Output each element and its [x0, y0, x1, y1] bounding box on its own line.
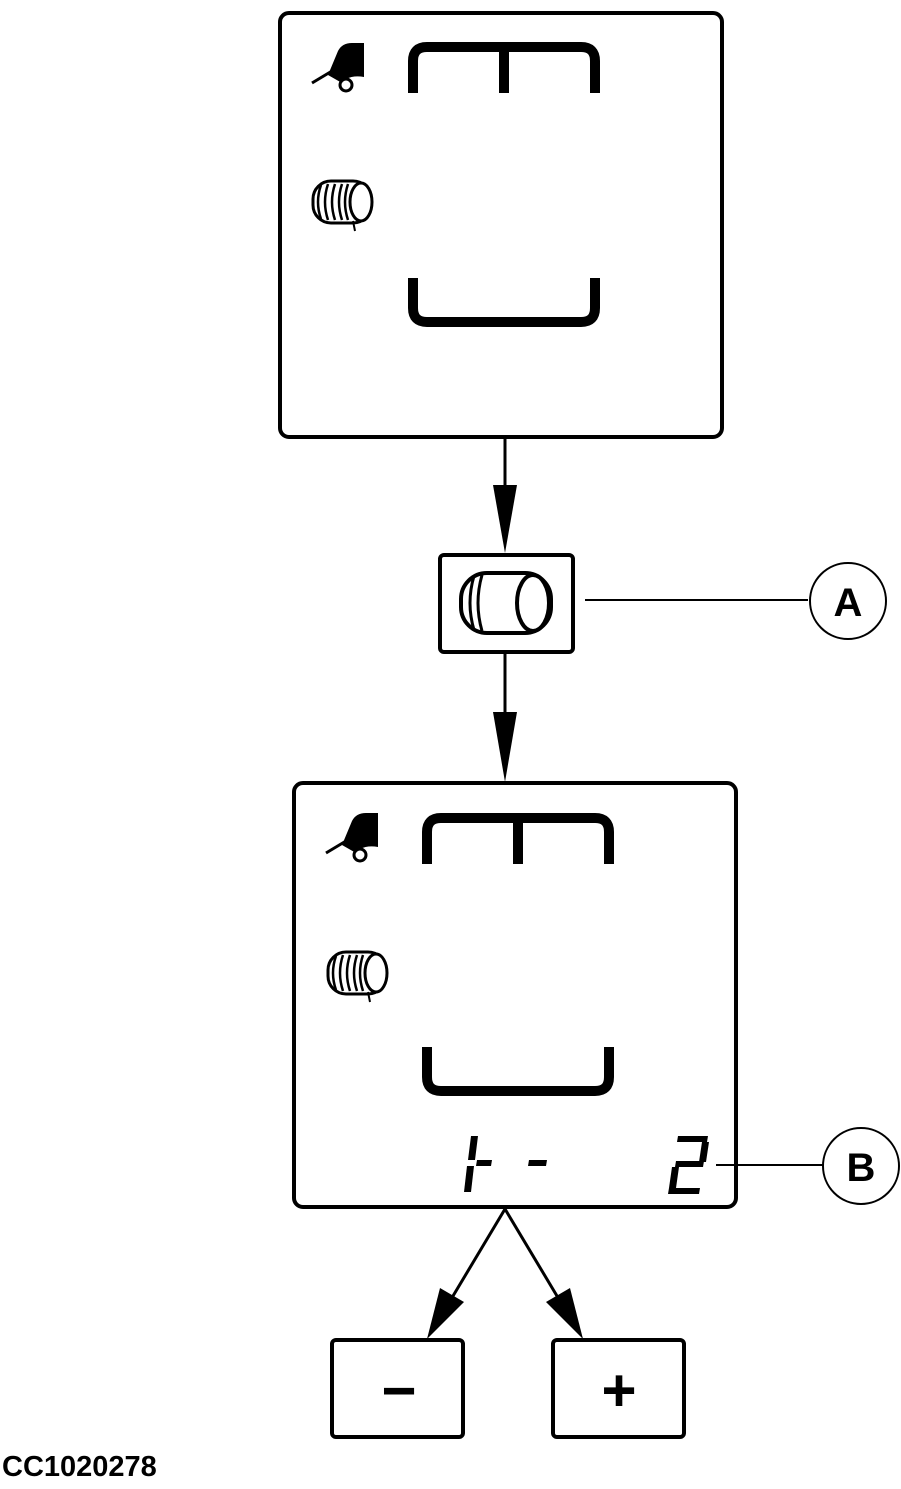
arrow-to-minus — [427, 1208, 507, 1339]
callout-b-label: B — [847, 1146, 876, 1190]
callout-a-label: A — [834, 581, 863, 625]
callout-a: A — [585, 562, 887, 640]
figure-id: CC1020278 — [2, 1451, 157, 1483]
bale-icon — [459, 571, 553, 635]
callout-b: B — [716, 1127, 900, 1205]
minus-button-label: − — [381, 1357, 416, 1424]
top-display-screen — [278, 11, 724, 439]
plus-button-label: + — [601, 1357, 636, 1424]
arrow-down-1 — [493, 437, 517, 553]
bale-key-button[interactable] — [438, 553, 575, 654]
plus-button[interactable]: + — [551, 1338, 686, 1439]
lcd-segment-readout — [464, 1136, 709, 1194]
arrow-down-2 — [493, 652, 517, 782]
bottom-display-screen — [292, 781, 738, 1209]
arrow-to-plus — [503, 1208, 583, 1339]
minus-button[interactable]: − — [330, 1338, 465, 1439]
